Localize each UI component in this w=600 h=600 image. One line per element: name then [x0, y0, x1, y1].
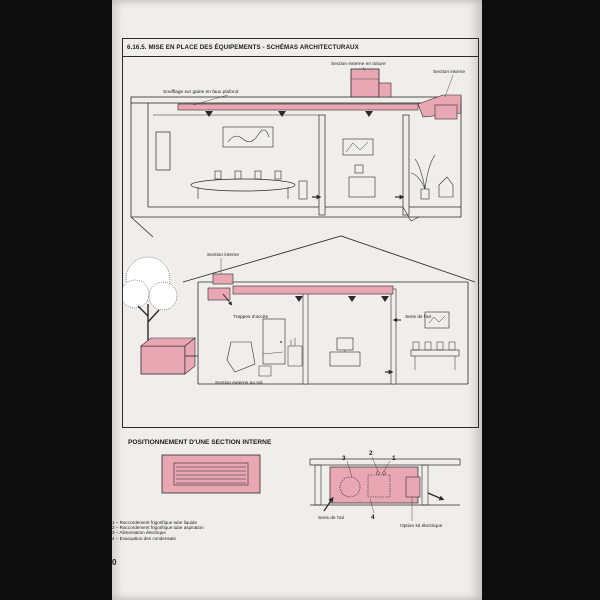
label-trappes-acces: Trappes d'accès: [233, 314, 268, 320]
attic-indoor-unit: [212, 273, 234, 285]
manual-page: 6.16.5. MISE EN PLACE DES ÉQUIPEMENTS - …: [112, 0, 482, 600]
legend: 1 – Raccordement frigorifique tube liqui…: [112, 520, 204, 541]
label-soufflage: Soufflage sur gaine en faux plafond: [163, 89, 239, 95]
diagram-rooftop-building: Soufflage sur gaine en faux plafond Sect…: [130, 61, 465, 237]
diagram-ground-unit-house: Section interne Trappes d'accès Sens de …: [123, 235, 476, 386]
ground-outdoor-unit: [140, 345, 186, 375]
ceiling-grille-front-view: [161, 454, 261, 494]
label-section-externe-sol: Section externe au sol: [215, 380, 262, 386]
legend-item: 3 – Alimentation électrique: [112, 530, 166, 536]
page-number: 0: [112, 558, 117, 567]
section-heading: 6.16.5. MISE EN PLACE DES ÉQUIPEMENTS - …: [123, 39, 478, 57]
label-section-externe-toiture: Section externe en toiture: [331, 61, 386, 67]
positioning-section: POSITIONNEMENT D'UNE SECTION INTERNE: [122, 433, 479, 563]
tree-illustration: [123, 256, 178, 344]
legend-item: 4 – Evacuation des condensats: [112, 535, 176, 541]
attic-duct: [232, 285, 394, 295]
label-section-interne-attic: Section interne: [207, 252, 239, 258]
callout-3: 3: [342, 455, 346, 462]
positioning-title: POSITIONNEMENT D'UNE SECTION INTERNE: [128, 439, 272, 446]
label-sens-air-section: Sens de l'air: [318, 515, 345, 521]
indoor-unit-right: [434, 104, 458, 120]
callout-2: 2: [369, 450, 373, 457]
label-section-interne-top: Section interne: [433, 69, 465, 75]
legend-item: 2 – Raccordement frigorifique tube aspir…: [112, 525, 204, 531]
legend-item: 1 – Raccordement frigorifique tube liqui…: [112, 520, 198, 525]
callout-4: 4: [371, 514, 375, 521]
positioning-figures: 3 2 1 4 Sens de l'air Option kit électri…: [161, 450, 461, 529]
rooftop-unit: [350, 68, 380, 98]
architectural-diagrams-frame: 6.16.5. MISE EN PLACE DES ÉQUIPEMENTS - …: [122, 38, 479, 428]
callout-1: 1: [392, 455, 396, 462]
ceiling-duct: [177, 103, 419, 111]
label-option-kit: Option kit électrique: [400, 523, 443, 529]
indoor-unit-section-view: [309, 456, 461, 521]
label-sens-air-house: Sens de l'air: [405, 314, 432, 320]
